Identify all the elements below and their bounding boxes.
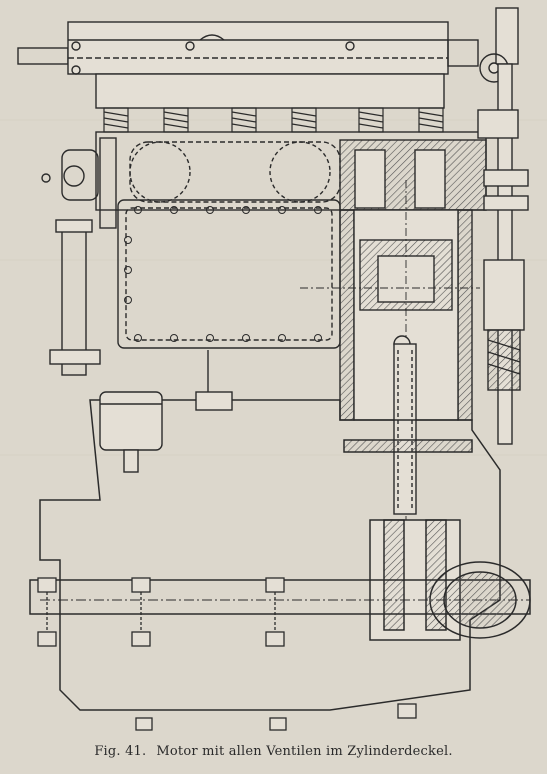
bearing-studs bbox=[37, 577, 417, 731]
figure-label: Fig. 41. bbox=[94, 744, 147, 759]
crankcase bbox=[29, 399, 531, 711]
connecting-rod bbox=[393, 335, 417, 515]
cylinder-section bbox=[300, 180, 480, 520]
oil-filter bbox=[99, 350, 233, 473]
left-push-rod bbox=[41, 137, 117, 376]
engine-drawing bbox=[0, 7, 547, 731]
water-jacket bbox=[117, 199, 341, 349]
vertical-shaft bbox=[477, 7, 529, 445]
rocker-shaft-assembly bbox=[17, 21, 479, 109]
cylinder-head bbox=[95, 131, 487, 211]
caption-text: Motor mit allen Ventilen im Zylinderdeck… bbox=[156, 744, 453, 759]
figure-caption: Fig. 41. Motor mit allen Ventilen im Zyli… bbox=[0, 744, 547, 759]
